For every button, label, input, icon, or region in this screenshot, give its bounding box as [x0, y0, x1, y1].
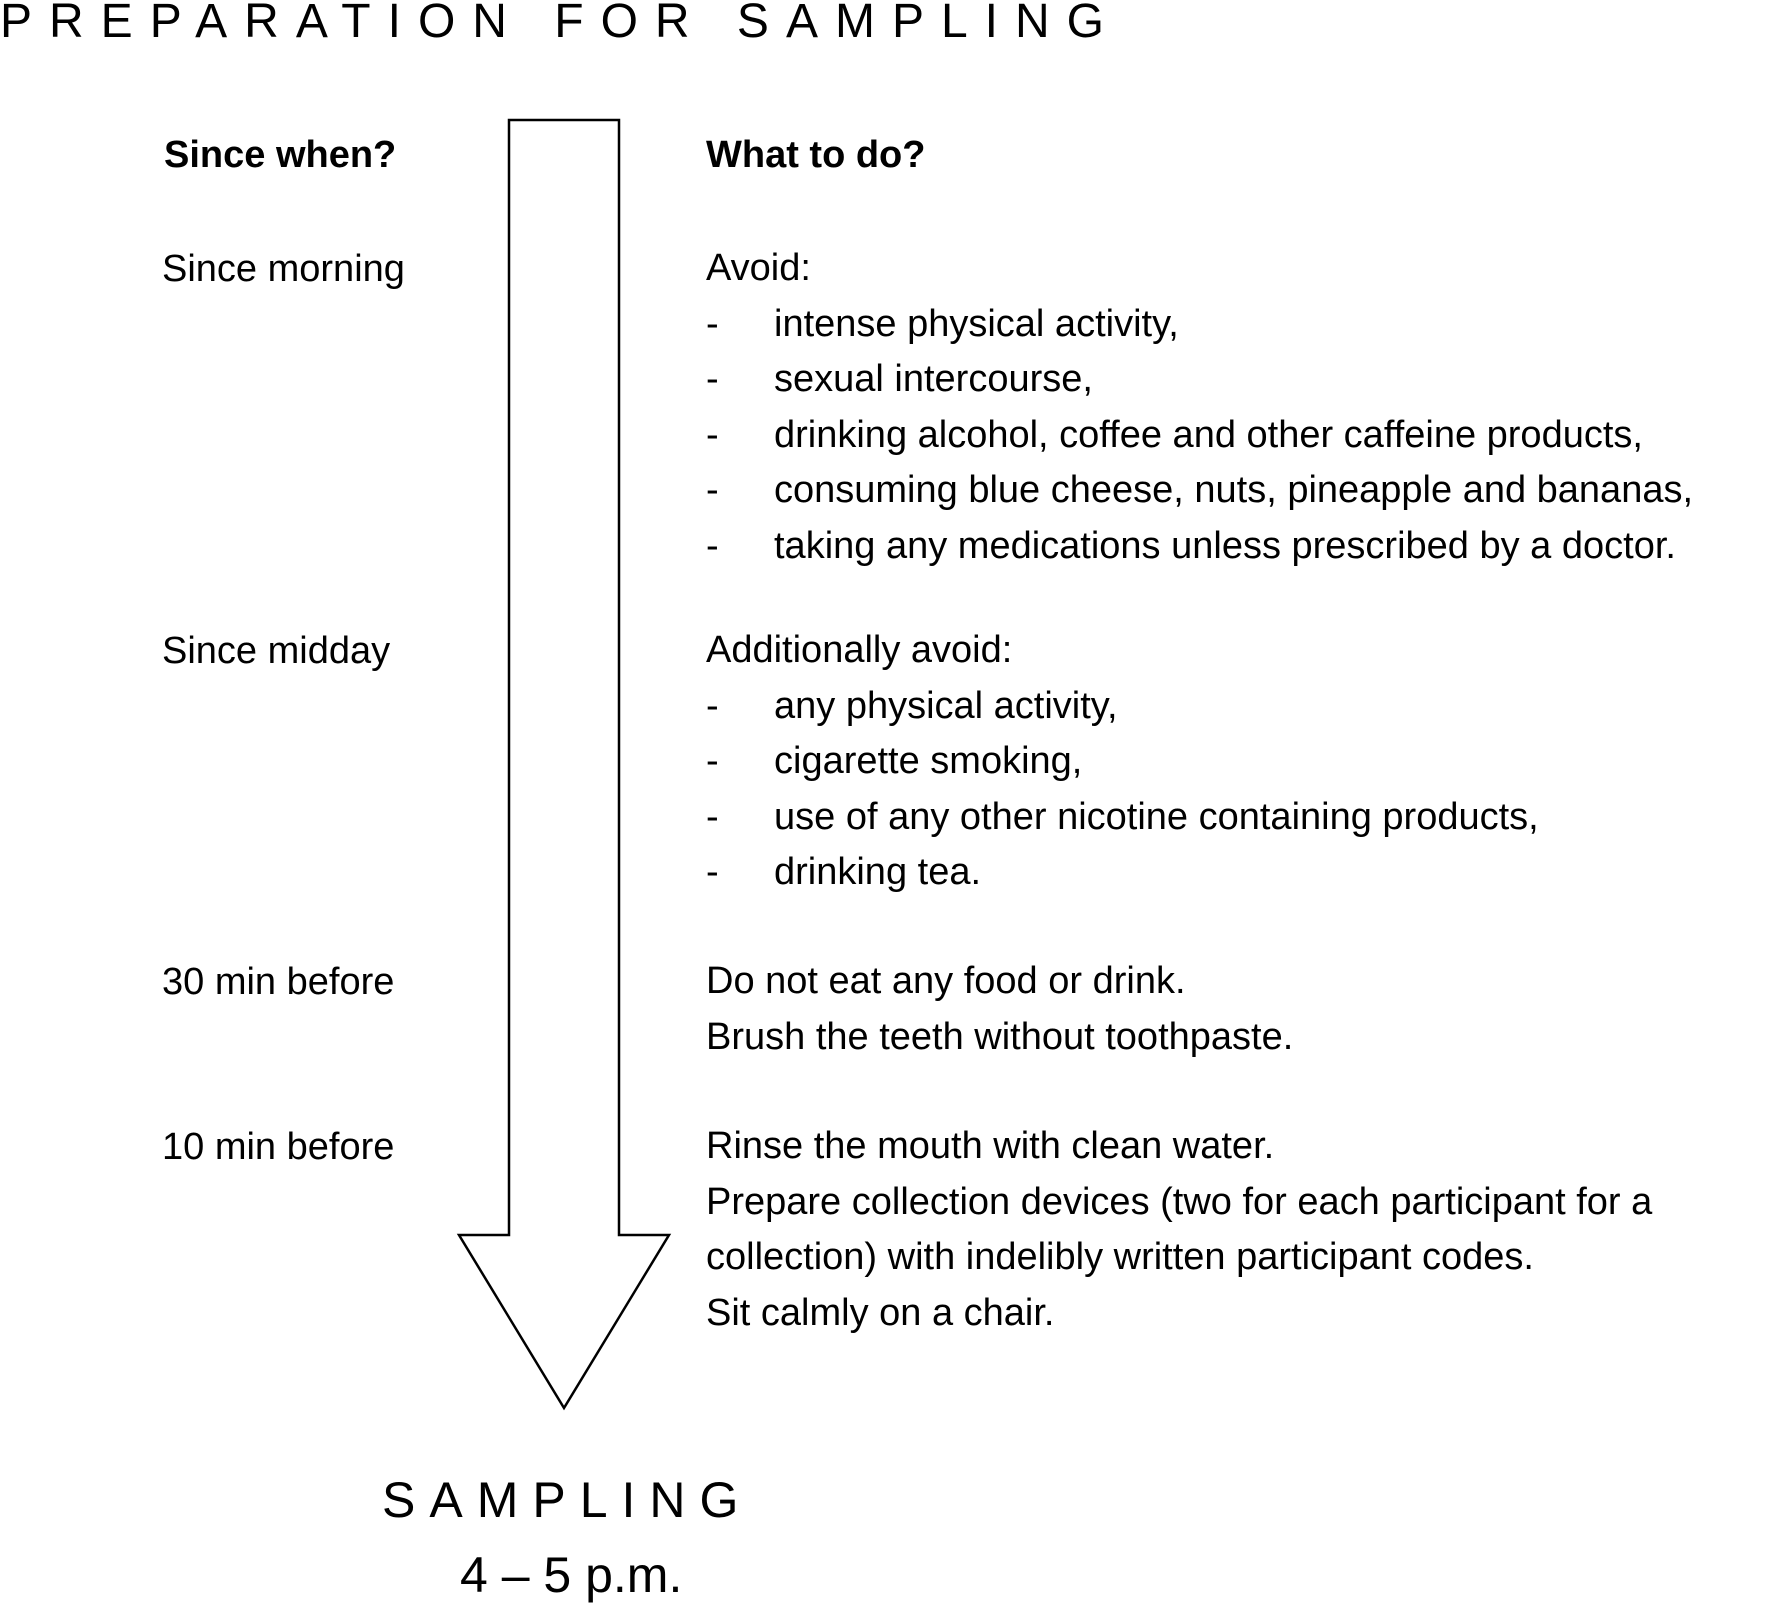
list-item: - drinking alcohol, coffee and other caff… [706, 408, 1693, 464]
instruction-line: Do not eat any food or drink. [706, 960, 1186, 1002]
list-item-text: drinking alcohol, coffee and other caffe… [774, 413, 1643, 456]
list-item-text: use of any other nicotine containing pro… [774, 795, 1539, 838]
time-label-since-midday: Since midday [162, 630, 391, 672]
time-label-30-min-before: 30 min before [162, 961, 395, 1003]
list-item-text: taking any medications unless prescribed… [774, 524, 1676, 567]
instruction-line: Sit calmly on a chair. [706, 1291, 1055, 1334]
step-block-since-midday: Additionally avoid: - any physical activi… [706, 623, 1539, 901]
since-when-heading: Since when? [164, 134, 397, 176]
list-item: - consuming blue cheese, nuts, pineapple … [706, 463, 1693, 519]
instruction-line: Rinse the mouth with clean water. [706, 1125, 1275, 1167]
step-intro: Avoid: [706, 247, 811, 289]
list-item-text: cigarette smoking, [774, 740, 1083, 782]
dash-bullet: - [706, 851, 719, 893]
dash-bullet: - [706, 469, 719, 511]
list-item: - use of any other nicotine containing pr… [706, 790, 1539, 846]
dash-bullet: - [706, 684, 719, 727]
list-item: - sexual intercourse, [706, 352, 1693, 408]
dash-bullet: - [706, 358, 719, 400]
dash-bullet: - [706, 302, 719, 345]
dash-bullet: - [706, 413, 719, 456]
dash-bullet: - [706, 795, 719, 838]
dash-bullet: - [706, 740, 719, 782]
diagram-title: PREPARATION FOR SAMPLING [0, 0, 1121, 48]
list-item: - cigarette smoking, [706, 734, 1539, 790]
sampling-time: 4 – 5 p.m. [460, 1547, 683, 1603]
time-label-since-morning: Since morning [162, 248, 405, 290]
what-to-do-heading: What to do? [706, 134, 926, 176]
step-intro: Additionally avoid: [706, 629, 1013, 671]
instruction-line: collection) with indelibly written parti… [706, 1236, 1534, 1278]
instruction-line: Prepare collection devices (two for each… [706, 1180, 1653, 1223]
instruction-line: Brush the teeth without toothpaste. [706, 1015, 1294, 1058]
list-item-text: intense physical activity, [774, 302, 1179, 345]
list-item: - drinking tea. [706, 845, 1539, 901]
step-block-10-min-before: Rinse the mouth with clean water. Prepar… [706, 1119, 1652, 1341]
step-block-30-min-before: Do not eat any food or drink. Brush the … [706, 954, 1293, 1065]
dash-bullet: - [706, 524, 719, 567]
step-block-since-morning: Avoid: - intense physical activity, - sexu… [706, 241, 1693, 574]
sampling-label: SAMPLING [382, 1472, 753, 1528]
list-item-text: drinking tea. [774, 851, 982, 893]
list-item-text: any physical activity, [774, 684, 1118, 727]
time-label-10-min-before: 10 min before [162, 1126, 395, 1168]
list-item: - taking any medications unless prescribe… [706, 519, 1693, 575]
list-item: - any physical activity, [706, 679, 1539, 735]
list-item: - intense physical activity, [706, 297, 1693, 353]
list-item-text: sexual intercourse, [774, 358, 1093, 400]
list-item-text: consuming blue cheese, nuts, pineapple a… [774, 469, 1694, 511]
